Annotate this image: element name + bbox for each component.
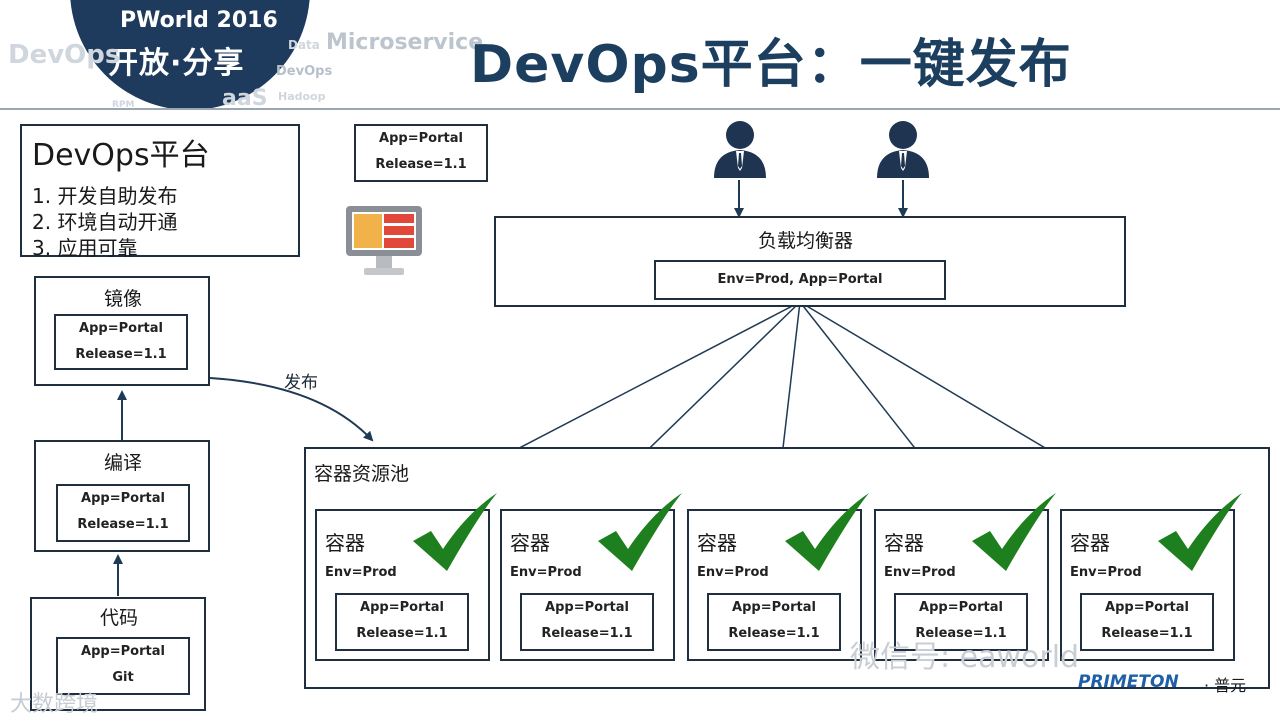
platform-item: 2. 环境自动开通 bbox=[32, 210, 178, 234]
watermark-tag: aaS bbox=[222, 86, 268, 111]
container-env: Env=Prod bbox=[884, 565, 956, 580]
user-icon bbox=[714, 121, 766, 178]
logo-slogan: 开放·分享 bbox=[108, 46, 245, 81]
compile-stage-card: App=Portal Release=1.1 bbox=[56, 484, 190, 542]
compile-stage-app: App=Portal bbox=[81, 491, 165, 506]
compile-stage-label: 编译 bbox=[104, 452, 143, 474]
container-app: App=Portal bbox=[545, 600, 629, 615]
container-pool-label: 容器资源池 bbox=[314, 463, 410, 485]
checkmark-icon bbox=[972, 493, 1056, 571]
container-app: App=Portal bbox=[919, 600, 1003, 615]
image-stage-box: 镜像 App=Portal Release=1.1 bbox=[34, 276, 210, 386]
watermark-tag: Hadoop bbox=[278, 90, 326, 103]
load-balancer-config-text: Env=Prod, App=Portal bbox=[717, 272, 883, 287]
code-stage-label: 代码 bbox=[100, 607, 139, 629]
code-stage-release: Git bbox=[112, 670, 134, 685]
container-env: Env=Prod bbox=[1070, 565, 1142, 580]
release-card-app: App=Portal bbox=[379, 131, 463, 146]
load-balancer-box: 负载均衡器 Env=Prod, App=Portal bbox=[494, 216, 1126, 307]
container-release: Release=1.1 bbox=[356, 626, 448, 641]
publish-label: 发布 bbox=[284, 373, 318, 393]
wechat-watermark: 微信号: eaworld bbox=[850, 640, 1080, 675]
watermark-tag: DevOps bbox=[276, 64, 333, 79]
release-card: App=Portal Release=1.1 bbox=[354, 124, 488, 182]
image-stage-label: 镜像 bbox=[104, 288, 143, 310]
watermark-tag: DevOps bbox=[8, 40, 121, 70]
container-label: 容器 bbox=[510, 531, 550, 555]
event-logo: PWorld 2016 开放·分享 bbox=[70, 0, 310, 110]
container-label: 容器 bbox=[697, 531, 737, 555]
container-app: App=Portal bbox=[732, 600, 816, 615]
user-icon bbox=[877, 121, 929, 178]
header-divider bbox=[0, 108, 1280, 110]
logo-event-name: PWorld 2016 bbox=[120, 8, 278, 33]
container-release: Release=1.1 bbox=[915, 626, 1007, 641]
monitor-icon bbox=[346, 206, 422, 275]
image-stage-card: App=Portal Release=1.1 bbox=[54, 314, 188, 370]
container-release: Release=1.1 bbox=[728, 626, 820, 641]
platform-title: DevOps平台 bbox=[32, 138, 210, 173]
primeton-logo: PRIMETON bbox=[1078, 672, 1179, 692]
container-env: Env=Prod bbox=[325, 565, 397, 580]
container-app: App=Portal bbox=[1105, 600, 1189, 615]
container-env: Env=Prod bbox=[510, 565, 582, 580]
code-stage-box: 代码 App=Portal Git bbox=[30, 597, 206, 711]
container-env: Env=Prod bbox=[697, 565, 769, 580]
image-stage-release: Release=1.1 bbox=[75, 347, 167, 362]
release-card-release: Release=1.1 bbox=[375, 157, 467, 172]
container-release: Release=1.1 bbox=[1101, 626, 1193, 641]
watermark-tag: RPM bbox=[112, 100, 135, 110]
bottom-left-watermark: 大数跨境 bbox=[10, 692, 99, 717]
container-label: 容器 bbox=[1070, 531, 1110, 555]
compile-stage-release: Release=1.1 bbox=[77, 517, 169, 532]
load-balancer-config: Env=Prod, App=Portal bbox=[654, 260, 946, 300]
primeton-brand: · 普元 bbox=[1204, 676, 1247, 695]
checkmark-icon bbox=[1158, 493, 1242, 571]
platform-item: 1. 开发自助发布 bbox=[32, 184, 178, 208]
checkmark-icon bbox=[413, 493, 497, 571]
checkmark-icon bbox=[785, 493, 869, 571]
code-stage-card: App=Portal Git bbox=[56, 637, 190, 695]
watermark-tag: Data bbox=[288, 38, 320, 52]
platform-summary-box: DevOps平台 1. 开发自助发布 2. 环境自动开通 3. 应用可靠 bbox=[20, 124, 300, 260]
container-label: 容器 bbox=[325, 531, 365, 555]
container-app: App=Portal bbox=[360, 600, 444, 615]
container-label: 容器 bbox=[884, 531, 924, 555]
code-stage-app: App=Portal bbox=[81, 644, 165, 659]
page-title: DevOps平台：一键发布 bbox=[470, 35, 1072, 95]
checkmark-icon bbox=[598, 493, 682, 571]
compile-stage-box: 编译 App=Portal Release=1.1 bbox=[34, 440, 210, 552]
container-release: Release=1.1 bbox=[541, 626, 633, 641]
platform-item: 3. 应用可靠 bbox=[32, 236, 138, 260]
image-stage-app: App=Portal bbox=[79, 321, 163, 336]
watermark-tag: Microservice bbox=[326, 30, 484, 55]
load-balancer-label: 负载均衡器 bbox=[758, 230, 854, 252]
